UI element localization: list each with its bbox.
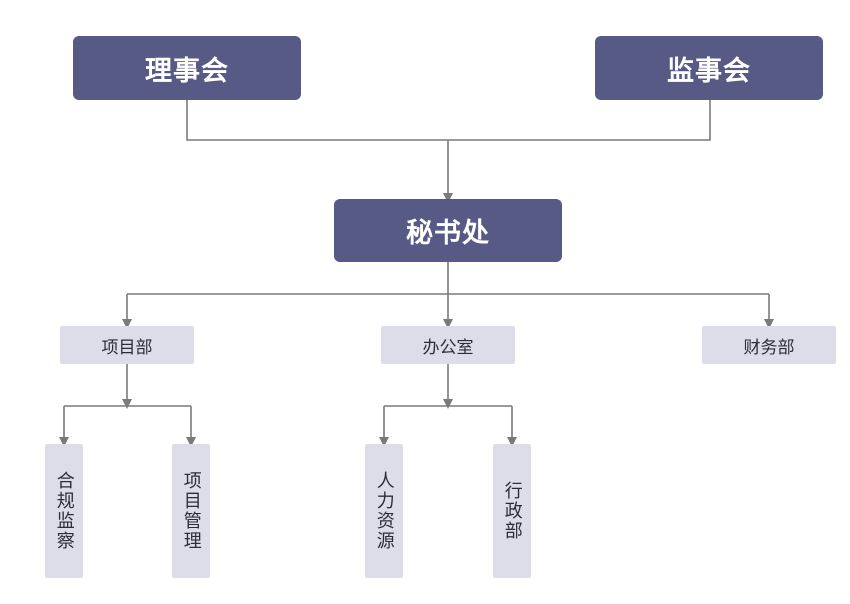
finance-dept-label: 财务部	[743, 337, 795, 358]
secretariat-label: 秘书处	[406, 218, 490, 249]
secretariat-box: 秘书处	[334, 199, 562, 262]
office-dept-label: 办公室	[422, 337, 474, 358]
compliance-box: 合规监察	[45, 444, 83, 578]
supervisors-box: 监事会	[595, 36, 823, 100]
projects-dept-label: 项目部	[101, 337, 153, 358]
human-resources-box: 人力资源	[365, 444, 403, 578]
projects-dept-box: 项目部	[60, 326, 194, 364]
connector-board	[186, 100, 711, 141]
compliance-label: 合规监察	[53, 471, 75, 551]
board-box: 理事会	[73, 36, 301, 100]
office-dept-box: 办公室	[381, 326, 515, 364]
finance-dept-box: 财务部	[702, 326, 836, 364]
human-resources-label: 人力资源	[373, 471, 395, 551]
board-label: 理事会	[145, 55, 229, 87]
administration-label: 行政部	[501, 481, 523, 541]
project-management-box: 项目管理	[172, 444, 210, 578]
supervisors-label: 监事会	[667, 55, 751, 87]
administration-box: 行政部	[493, 444, 531, 578]
project-management-label: 项目管理	[180, 471, 202, 551]
